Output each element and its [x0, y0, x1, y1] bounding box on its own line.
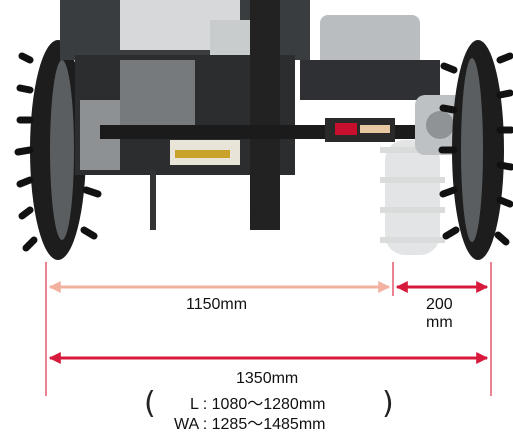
ghost-wheel — [380, 140, 445, 255]
label-wheel-offset-value: 200 — [426, 296, 453, 313]
close-paren: ) — [382, 386, 394, 421]
engine-body — [60, 0, 310, 230]
label-wheel-offset-unit: mm — [426, 314, 453, 331]
label-overall-width: 1350mm — [236, 370, 299, 387]
axle — [100, 118, 430, 142]
right-gear-housing — [300, 15, 470, 155]
label-range-L: L : 1080～1280mm — [190, 396, 326, 413]
label-range-WA: WA : 1285～1485mm — [174, 416, 326, 433]
right-wheel — [438, 40, 513, 260]
tiller-machine-image — [14, 0, 513, 260]
open-paren: ( — [144, 386, 156, 421]
label-inner-width: 1150mm — [186, 296, 248, 313]
